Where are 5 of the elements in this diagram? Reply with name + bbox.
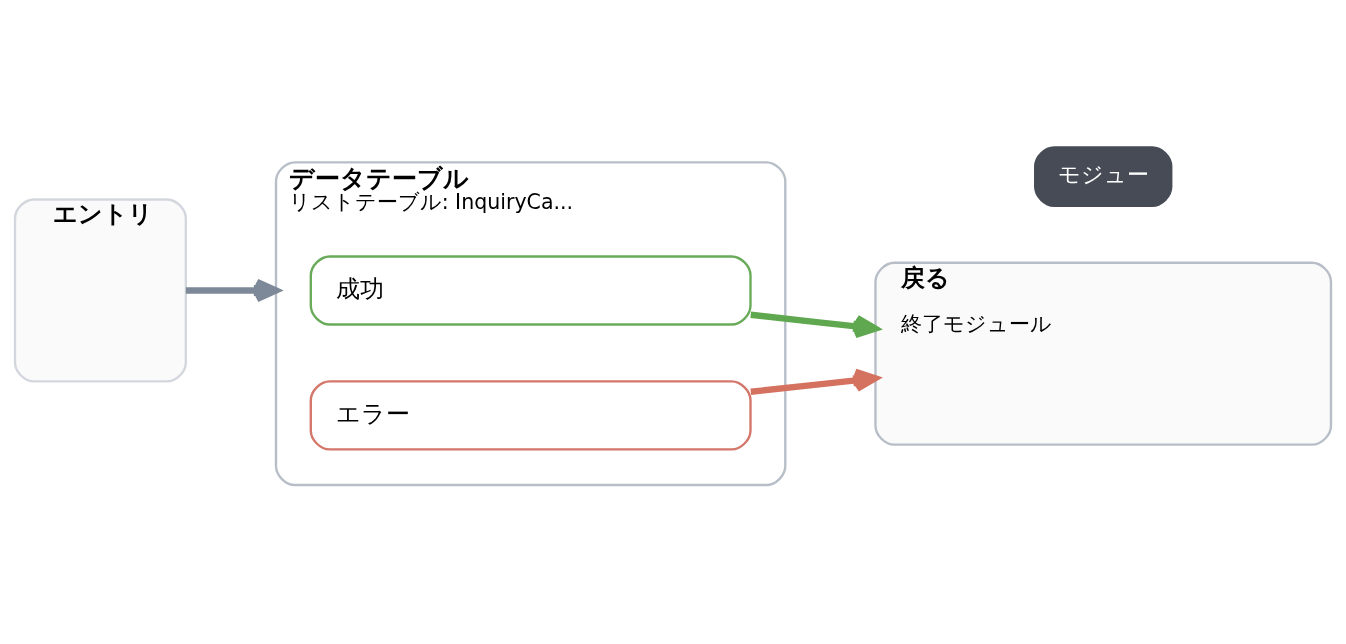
node-box: 戻る 終了モジュール (874, 261, 1333, 446)
label: モジュー (1057, 160, 1149, 187)
node-box: エラー (309, 379, 752, 451)
node-box: エントリ (13, 197, 188, 383)
node-box: 成功 (309, 254, 752, 326)
